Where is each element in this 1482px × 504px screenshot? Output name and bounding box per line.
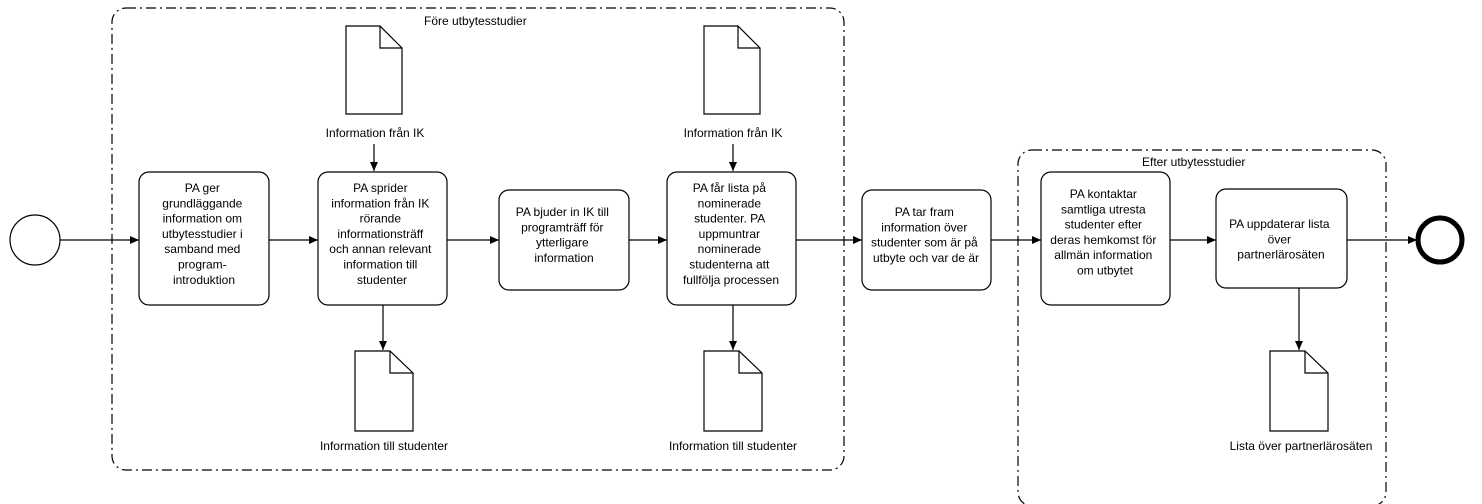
document-d3: Information från IK: [684, 25, 783, 140]
task-t3-label: PA bjuder in IK till programträff för yt…: [516, 205, 613, 265]
document-d2: Information till studenter: [320, 350, 448, 453]
document-d4: Information till studenter: [669, 350, 797, 453]
task-t4-label: PA får lista på nominerade studenter. PA…: [683, 181, 779, 287]
task-t6[interactable]: PA kontaktar samtliga utresta studenter …: [1040, 171, 1171, 306]
task-t5-label: PA tar fram information över studenter s…: [871, 205, 981, 265]
end-event: [1415, 215, 1465, 265]
task-t3[interactable]: PA bjuder in IK till programträff för yt…: [498, 189, 630, 291]
document-d4-label: Information till studenter: [669, 439, 797, 453]
group-before-frame: [111, 7, 845, 471]
document-d2-label: Information till studenter: [320, 439, 448, 453]
document-d1: Information från IK: [326, 25, 425, 140]
start-event: [9, 214, 61, 266]
document-d5-label: Lista över partnerlärosäten: [1230, 439, 1373, 453]
group-before-label: Före utbytesstudier: [424, 14, 527, 28]
group-after-label: Efter utbytesstudier: [1142, 155, 1245, 169]
task-t1-label: PA ger grundläggande information om utby…: [162, 181, 246, 287]
task-t7[interactable]: PA uppdaterar lista över partnerlärosäte…: [1215, 188, 1348, 289]
task-t7-label: PA uppdaterar lista över partnerlärosäte…: [1229, 217, 1333, 262]
document-d3-label: Information från IK: [684, 126, 783, 140]
task-t4[interactable]: PA får lista på nominerade studenter. PA…: [666, 171, 797, 306]
task-t1[interactable]: PA ger grundläggande information om utby…: [138, 171, 270, 306]
document-d5: Lista över partnerlärosäten: [1230, 350, 1373, 453]
document-d1-label: Information från IK: [326, 126, 425, 140]
task-t5[interactable]: PA tar fram information över studenter s…: [861, 189, 992, 291]
task-t2-label: PA sprider information från IK rörande i…: [329, 181, 434, 287]
task-t2[interactable]: PA sprider information från IK rörande i…: [317, 171, 448, 306]
data-associations: [370, 144, 1303, 350]
task-t6-label: PA kontaktar samtliga utresta studenter …: [1050, 187, 1159, 278]
group-after-frame: [1017, 149, 1387, 504]
